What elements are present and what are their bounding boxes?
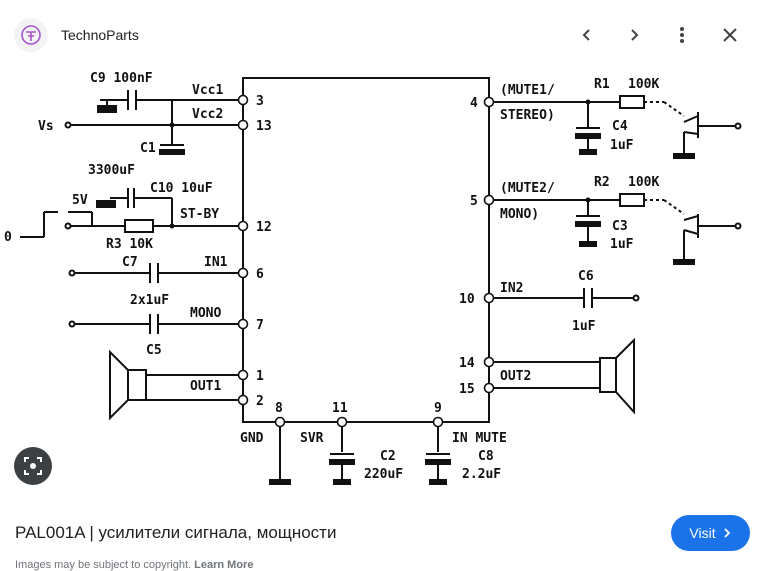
lens-search-button[interactable] — [14, 447, 52, 485]
label-c5: C5 — [146, 343, 162, 358]
label-c8-value: 2.2uF — [462, 467, 501, 482]
label-vcc1: Vcc1 — [192, 83, 223, 98]
more-options-button[interactable] — [667, 20, 697, 50]
label-c4: C4 — [612, 119, 628, 134]
next-button[interactable] — [619, 20, 649, 50]
label-r2-value: 100K — [628, 175, 659, 190]
chevron-right-icon — [631, 29, 639, 41]
label-c7-value: 2x1uF — [130, 293, 169, 308]
label-c2: C2 — [380, 449, 396, 464]
ic-body — [242, 77, 490, 423]
label-svr: SVR — [300, 431, 324, 446]
pin-number: 11 — [332, 401, 348, 416]
label-st-by: ST-BY — [180, 207, 219, 222]
label-c10: C10 10uF — [150, 181, 213, 196]
label-r3: R3 10K — [106, 237, 153, 252]
pin-number: 7 — [256, 318, 264, 333]
more-vert-icon — [680, 27, 684, 43]
pin-number: 12 — [256, 220, 272, 235]
image-caption[interactable]: PAL001A | усилители сигнала, мощности — [15, 523, 337, 542]
technoparts-logo-icon[interactable] — [14, 18, 48, 52]
label-c2-value: 220uF — [364, 467, 403, 482]
label-out2: OUT2 — [500, 369, 531, 384]
label-r1: R1 — [594, 77, 610, 92]
label-c6-value: 1uF — [572, 319, 596, 334]
pin-number: 3 — [256, 94, 264, 109]
chevron-right-icon — [723, 528, 730, 538]
visit-button-label: Visit — [689, 525, 716, 541]
label-c9: C9 100nF — [90, 71, 153, 86]
pin-number: 4 — [470, 96, 478, 111]
label-vcc2: Vcc2 — [192, 107, 223, 122]
pin-number: 10 — [459, 292, 475, 307]
label-vs: Vs — [38, 119, 54, 134]
label-gnd: GND — [240, 431, 264, 446]
pin-number: 5 — [470, 194, 478, 209]
label-5v: 5V — [72, 193, 88, 208]
label-c3-value: 1uF — [610, 237, 634, 252]
label-out1: OUT1 — [190, 379, 221, 394]
chevron-left-icon — [582, 29, 590, 41]
label-c1: C1 — [140, 141, 156, 156]
label-c6: C6 — [578, 269, 594, 284]
pin-number: 1 — [256, 369, 264, 384]
close-icon — [723, 28, 737, 42]
label-c8: C8 — [478, 449, 494, 464]
pin-number: 14 — [459, 356, 475, 371]
label-zero: 0 — [4, 230, 12, 245]
pin-number: 9 — [434, 401, 442, 416]
label-stereo: STEREO) — [500, 108, 555, 123]
label-mute2: (MUTE2/ — [500, 181, 555, 196]
label-c7: C7 — [122, 255, 138, 270]
label-mono-left: MONO — [190, 306, 221, 321]
site-name[interactable]: TechnoParts — [61, 27, 139, 43]
label-mono-right: MONO) — [500, 207, 539, 222]
pin-number: 8 — [275, 401, 283, 416]
label-c1-value: 3300uF — [88, 163, 135, 178]
pin-number: 6 — [256, 267, 264, 282]
label-in1: IN1 — [204, 255, 228, 270]
label-mute1: (MUTE1/ — [500, 83, 555, 98]
label-in-mute: IN MUTE — [452, 431, 507, 446]
previous-button[interactable] — [572, 20, 602, 50]
lens-search-icon — [24, 457, 42, 475]
top-bar: TechnoParts — [0, 0, 766, 70]
label-c4-value: 1uF — [610, 138, 634, 153]
visit-button[interactable]: Visit — [671, 515, 750, 551]
label-c3: C3 — [612, 219, 628, 234]
pin-number: 13 — [256, 119, 272, 134]
copyright-text: Images may be subject to copyright. — [15, 559, 192, 571]
label-r2: R2 — [594, 175, 610, 190]
circuit-schematic-image[interactable]: C9 100nF Vcc1 Vcc2 Vs C1 3300uF C10 10uF… — [0, 70, 766, 490]
close-button[interactable] — [715, 20, 745, 50]
pin-number: 15 — [459, 382, 475, 397]
label-in2: IN2 — [500, 281, 523, 296]
label-r1-value: 100K — [628, 77, 659, 92]
learn-more-link[interactable]: Learn More — [194, 559, 254, 571]
copyright-note: Images may be subject to copyright. Lear… — [15, 559, 253, 571]
pin-number: 2 — [256, 394, 264, 409]
